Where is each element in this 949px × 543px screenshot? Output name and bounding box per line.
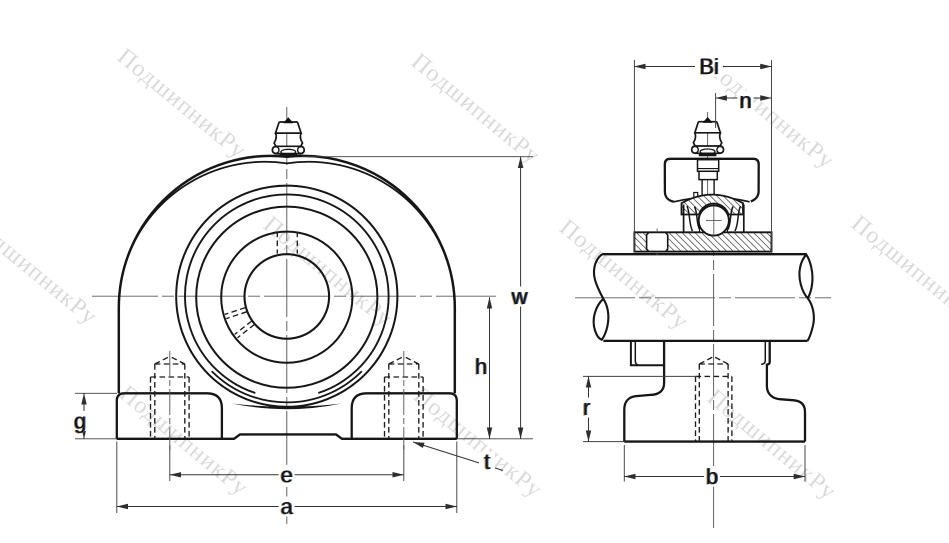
svg-text:h: h [475,354,487,379]
svg-text:t: t [484,449,490,474]
svg-text:Bi: Bi [699,54,719,79]
svg-text:r: r [584,395,591,420]
svg-text:n: n [739,88,751,113]
svg-text:b: b [706,464,718,489]
svg-text:w: w [511,284,528,309]
svg-text:Bi: Bi [700,54,720,79]
svg-text:a: a [280,494,293,519]
svg-text:e: e [280,463,292,488]
svg-text:t: t [483,449,489,474]
svg-text:a: a [281,494,294,519]
svg-text:w: w [510,284,527,309]
svg-text:g: g [75,409,87,434]
svg-text:t: t [485,449,491,474]
svg-text:b: b [705,464,717,489]
svg-text:g: g [74,409,86,434]
svg-text:a: a [280,494,293,519]
svg-text:w: w [511,284,528,309]
svg-text:Bi: Bi [698,54,718,79]
svg-text:h: h [474,354,486,379]
svg-text:e: e [281,462,293,487]
svg-text:h: h [476,354,488,379]
svg-text:g: g [73,409,85,434]
svg-text:r: r [583,395,590,420]
svg-text:n: n [738,88,750,113]
svg-text:e: e [280,463,292,488]
svg-text:n: n [740,88,752,113]
svg-text:b: b [707,464,719,489]
svg-text:r: r [582,395,589,420]
